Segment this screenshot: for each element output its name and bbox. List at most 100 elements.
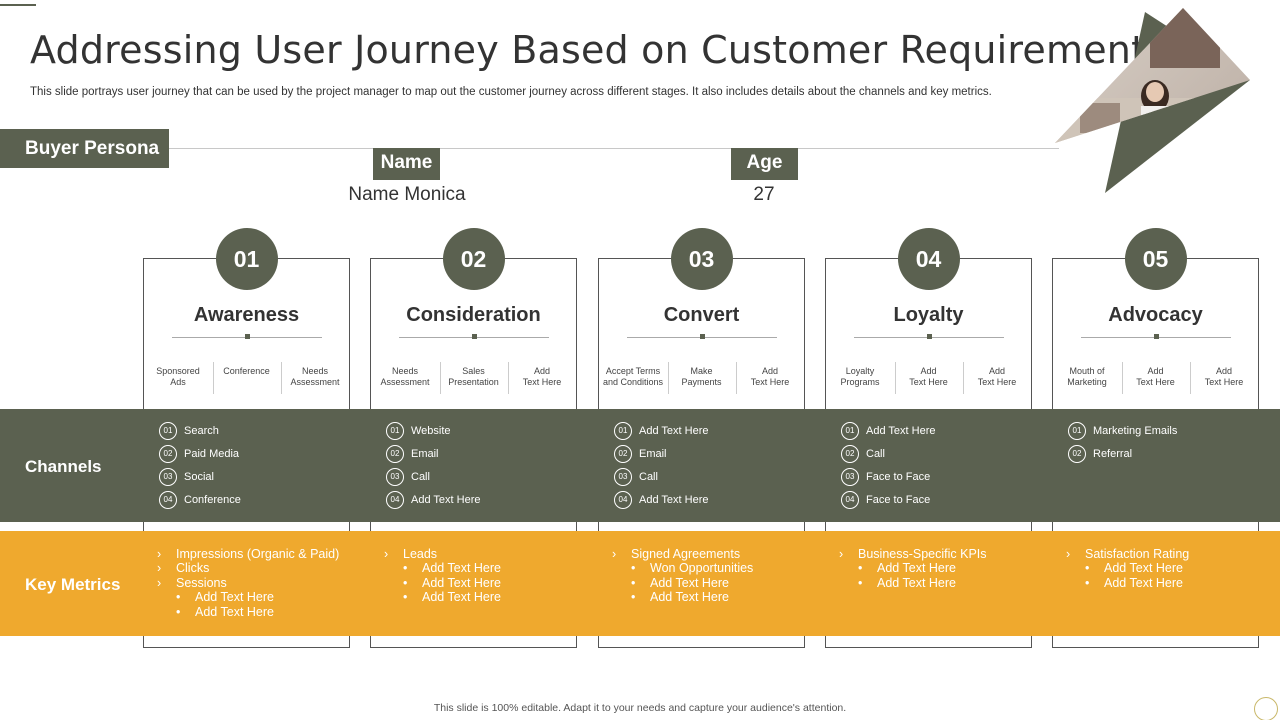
touchpoint-divider: [1121, 362, 1123, 394]
channel-text: Email: [411, 448, 439, 460]
touchpoint-label: Add Text Here: [909, 366, 948, 387]
meeting-photo-image: [1055, 8, 1250, 193]
touchpoint-label: Add Text Here: [1136, 366, 1175, 387]
key-metrics-label: Key Metrics: [25, 575, 121, 594]
channel-text: Add Text Here: [639, 425, 709, 437]
channel-number-badge: 02: [614, 445, 632, 463]
metric-subitem: •Add Text Here: [176, 590, 274, 604]
chevron-bullet-icon: ›: [1066, 547, 1071, 561]
metric-subitem: • Add Text Here: [631, 590, 729, 604]
channel-number-badge: 03: [159, 468, 177, 486]
metric-subitem: •Add Text Here: [631, 576, 729, 590]
metric-text: Add Text Here: [877, 575, 956, 590]
metric-subitem: •Won Opportunities: [631, 561, 753, 575]
dot-bullet-icon: •: [403, 575, 408, 590]
channel-text: Social: [184, 471, 214, 483]
chevron-bullet-icon: ›: [384, 547, 389, 561]
touchpoint-label: Needs Assessment: [380, 366, 430, 387]
metric-text: Satisfaction Rating: [1085, 547, 1190, 561]
dot-bullet-icon: •: [1085, 575, 1090, 590]
dot-bullet-icon: •: [631, 590, 636, 605]
channel-text: Add Text Here: [866, 425, 936, 437]
channel-text: Search: [184, 425, 219, 437]
channel-text: Face to Face: [866, 471, 931, 483]
dot-bullet-icon: •: [403, 561, 408, 576]
channel-number-badge: 02: [386, 445, 404, 463]
dot-bullet-icon: •: [858, 575, 863, 590]
key-metrics-band: Key Metrics: [0, 531, 1280, 636]
stage-rule-dot: [699, 334, 705, 339]
metric-subitem: •Add Text Here: [176, 605, 274, 619]
metric-text: Add Text Here: [422, 590, 501, 605]
channel-number-badge: 04: [614, 491, 632, 509]
channel-text: Call: [866, 448, 885, 460]
metric-subitem: •Add Text Here: [403, 590, 501, 604]
touchpoint-label: Sponsored Ads: [156, 366, 200, 387]
age-value: 27: [753, 184, 775, 205]
buyer-persona-tab: Buyer Persona: [0, 129, 169, 168]
persona-divider: [169, 148, 1059, 149]
touchpoint-label: Mouth of Marketing: [1067, 366, 1107, 387]
touchpoint-divider: [1190, 362, 1191, 394]
metric-text: Add Text Here: [195, 590, 274, 605]
channel-text: Conference: [184, 494, 241, 506]
corner-circle-decoration: [1254, 697, 1278, 720]
channel-number-badge: 04: [841, 491, 859, 509]
touchpoint-label: Add Text Here: [1204, 366, 1244, 387]
channels-label: Channels: [25, 457, 102, 476]
name-label: Name: [373, 148, 440, 180]
stage-number-badge: 04: [897, 228, 960, 290]
touchpoint-divider: [667, 362, 669, 394]
name-value: Name Monica: [348, 184, 466, 205]
metric-text: Sessions: [176, 575, 227, 590]
channel-text: Referral: [1093, 448, 1133, 460]
channel-text: Paid Media: [184, 448, 240, 460]
chevron-bullet-icon: ›: [612, 547, 617, 561]
metric-item: ›Clicks: [157, 561, 209, 575]
metric-item: ›Leads: [384, 547, 437, 561]
touchpoint-label: Add Text Here: [522, 366, 562, 387]
channel-text: Marketing Emails: [1093, 425, 1178, 437]
channel-text: Face to Face: [866, 494, 931, 506]
channel-item: 02 Email: [386, 445, 576, 463]
chevron-bullet-icon: ›: [157, 575, 162, 590]
channel-item: 01 Search: [159, 422, 349, 440]
channel-number-badge: 01: [159, 422, 177, 440]
stage-rule-dot: [244, 334, 250, 339]
channel-item: 04 Face to Face: [841, 491, 1031, 509]
stage-title: Consideration: [406, 304, 541, 326]
metric-item: ›Signed Agreements: [612, 547, 740, 561]
metric-subitem: • Add Text Here: [858, 576, 956, 590]
touchpoint-divider: [212, 362, 214, 394]
metric-text: Add Text Here: [650, 590, 729, 605]
stage-title: Advocacy: [1108, 304, 1203, 326]
metric-subitem: •Add Text Here: [1085, 561, 1183, 575]
touchpoint-label: Make Payments: [681, 366, 722, 387]
dot-bullet-icon: •: [1085, 561, 1090, 576]
stage-title: Convert: [663, 304, 740, 326]
age-label: Age: [731, 148, 798, 180]
metric-text: Add Text Here: [195, 604, 274, 619]
chevron-bullet-icon: ›: [157, 547, 162, 561]
dot-bullet-icon: •: [631, 561, 636, 576]
touchpoint-divider: [508, 362, 509, 394]
touchpoint-divider: [736, 362, 737, 394]
channel-item: 03 Social: [159, 468, 349, 486]
chevron-bullet-icon: ›: [157, 561, 162, 576]
channel-number-badge: 02: [841, 445, 859, 463]
channel-text: Website: [411, 425, 451, 437]
touchpoint-label: Loyalty Programs: [840, 366, 880, 387]
touchpoint-divider: [894, 362, 896, 394]
metric-subitem: •Add Text Here: [1085, 576, 1183, 590]
stage-rule-dot: [471, 334, 477, 339]
channel-number-badge: 03: [614, 468, 632, 486]
metric-subitem: •Add Text Here: [403, 561, 501, 575]
touchpoint-label: Needs Assessment: [290, 366, 340, 387]
channels-band: Channels: [0, 409, 1280, 522]
